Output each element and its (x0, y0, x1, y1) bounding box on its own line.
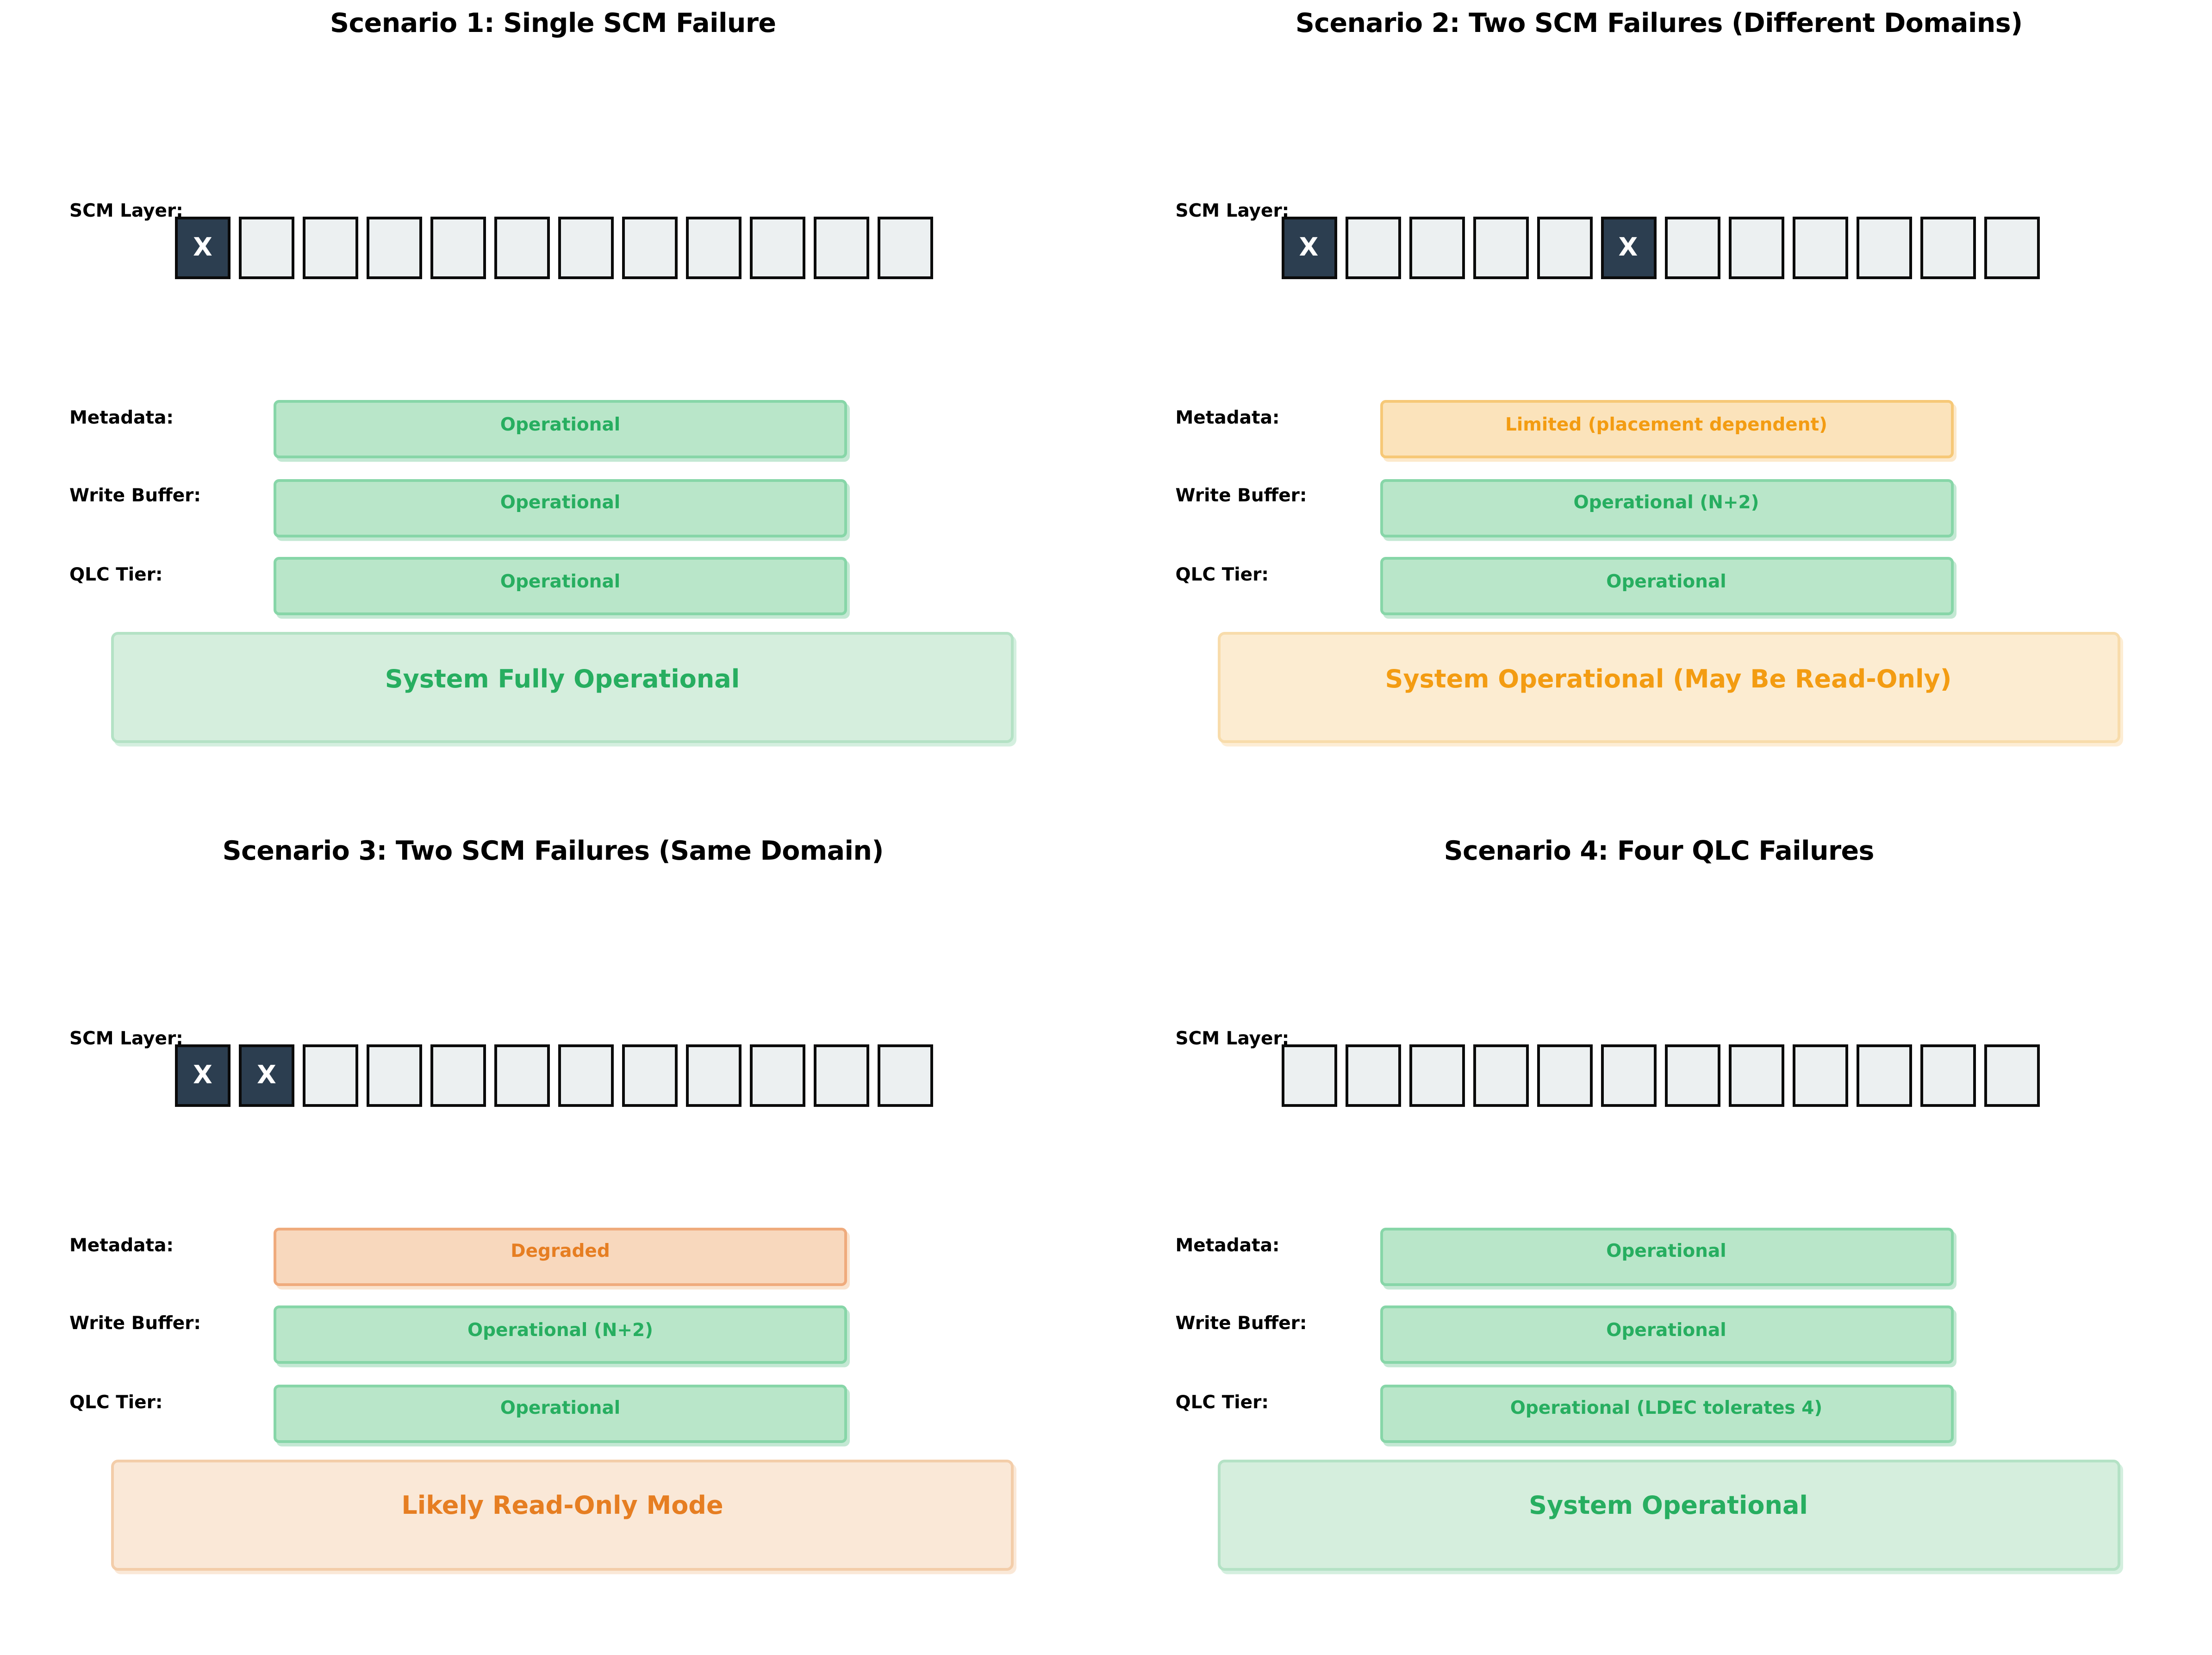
scenario-panel-4: Scenario 4: Four QLC Failures SCM Layer:… (1106, 828, 2212, 1655)
scm-box (1728, 1044, 1784, 1107)
write-buffer-status: Operational (N+2) (274, 1306, 847, 1365)
metadata-status: Operational (1379, 1227, 1953, 1286)
write-buffer-status: Operational (274, 478, 847, 537)
scm-box-row (1281, 1044, 2039, 1107)
scm-box (303, 217, 358, 279)
scm-box (750, 217, 805, 279)
scm-box (1345, 217, 1401, 279)
scm-layer-label: SCM Layer: (69, 1029, 183, 1050)
qlc-tier-status: Operational (274, 557, 847, 615)
scm-box (558, 1044, 614, 1107)
scm-box (1792, 217, 1848, 279)
scm-box (430, 1044, 486, 1107)
scm-box (1408, 217, 1464, 279)
scm-box (878, 217, 933, 279)
scm-box (1664, 1044, 1720, 1107)
scm-box (1408, 1044, 1464, 1107)
scm-box (878, 1044, 933, 1107)
metadata-label: Metadata: (69, 1236, 174, 1257)
scm-failed-box: X (175, 217, 231, 279)
scenario-panel-3: Scenario 3: Two SCM Failures (Same Domai… (0, 828, 1106, 1655)
scm-box (558, 217, 614, 279)
scm-box (622, 1044, 678, 1107)
scm-failed-box: X (1281, 217, 1337, 279)
qlc-tier-label: QLC Tier: (69, 1393, 163, 1414)
scm-box (1728, 217, 1784, 279)
scm-box (750, 1044, 805, 1107)
scm-box (1856, 1044, 1912, 1107)
scm-box (303, 1044, 358, 1107)
scm-box-row: X (175, 217, 933, 279)
scm-layer-label: SCM Layer: (1175, 201, 1290, 222)
metadata-status: Operational (274, 400, 847, 458)
scenario-panel-2: Scenario 2: Two SCM Failures (Different … (1106, 0, 2212, 827)
write-buffer-label: Write Buffer: (69, 1313, 201, 1335)
scm-box (1345, 1044, 1401, 1107)
qlc-tier-label: QLC Tier: (1175, 1393, 1269, 1414)
metadata-label: Metadata: (1175, 1236, 1280, 1257)
scenario-title: Scenario 4: Four QLC Failures (1444, 836, 1875, 867)
scm-box (686, 1044, 741, 1107)
write-buffer-label: Write Buffer: (1175, 1313, 1307, 1335)
scm-box (1281, 1044, 1337, 1107)
qlc-tier-label: QLC Tier: (69, 565, 163, 586)
scm-box (367, 217, 422, 279)
write-buffer-status: Operational (1379, 1306, 1953, 1365)
qlc-tier-status: Operational (LDEC tolerates 4) (1379, 1384, 1953, 1443)
scm-box (814, 217, 869, 279)
scm-box (1792, 1044, 1848, 1107)
qlc-tier-status: Operational (1379, 557, 1953, 615)
scm-failed-box: X (1600, 217, 1656, 279)
scm-box (1919, 1044, 1975, 1107)
write-buffer-label: Write Buffer: (69, 486, 201, 507)
scm-box (1472, 217, 1528, 279)
scenario-title: Scenario 1: Single SCM Failure (330, 8, 776, 39)
scm-box (814, 1044, 869, 1107)
system-status-banner: System Fully Operational (111, 632, 1014, 743)
metadata-label: Metadata: (69, 408, 174, 429)
metadata-status: Limited (placement dependent) (1379, 400, 1953, 458)
write-buffer-status: Operational (N+2) (1379, 478, 1953, 537)
metadata-label: Metadata: (1175, 408, 1280, 429)
scm-box (430, 217, 486, 279)
write-buffer-label: Write Buffer: (1175, 486, 1307, 507)
scm-box (367, 1044, 422, 1107)
metadata-status: Degraded (274, 1227, 847, 1286)
scenario-title: Scenario 3: Two SCM Failures (Same Domai… (222, 836, 884, 867)
qlc-tier-status: Operational (274, 1384, 847, 1443)
scm-box (1536, 217, 1592, 279)
scenario-panel-1: Scenario 1: Single SCM Failure SCM Layer… (0, 0, 1106, 827)
scm-layer-label: SCM Layer: (1175, 1029, 1290, 1050)
scm-box (622, 217, 678, 279)
scm-box (1856, 217, 1912, 279)
scm-box (1600, 1044, 1656, 1107)
scm-box (1664, 217, 1720, 279)
system-status-banner: System Operational (May Be Read-Only) (1217, 632, 2120, 743)
qlc-tier-label: QLC Tier: (1175, 565, 1269, 586)
system-status-banner: Likely Read-Only Mode (111, 1459, 1014, 1571)
scm-box (686, 217, 741, 279)
scenario-title: Scenario 2: Two SCM Failures (Different … (1295, 8, 2023, 39)
scm-box (1983, 1044, 2039, 1107)
scm-box (1536, 1044, 1592, 1107)
scm-box (494, 1044, 550, 1107)
scm-failed-box: X (239, 1044, 294, 1107)
scm-failed-box: X (175, 1044, 231, 1107)
scm-box (1983, 217, 2039, 279)
system-status-banner: System Operational (1217, 1459, 2120, 1571)
scm-layer-label: SCM Layer: (69, 201, 183, 222)
scm-box (1919, 217, 1975, 279)
scm-box (239, 217, 294, 279)
scm-box (1472, 1044, 1528, 1107)
scm-box (494, 217, 550, 279)
